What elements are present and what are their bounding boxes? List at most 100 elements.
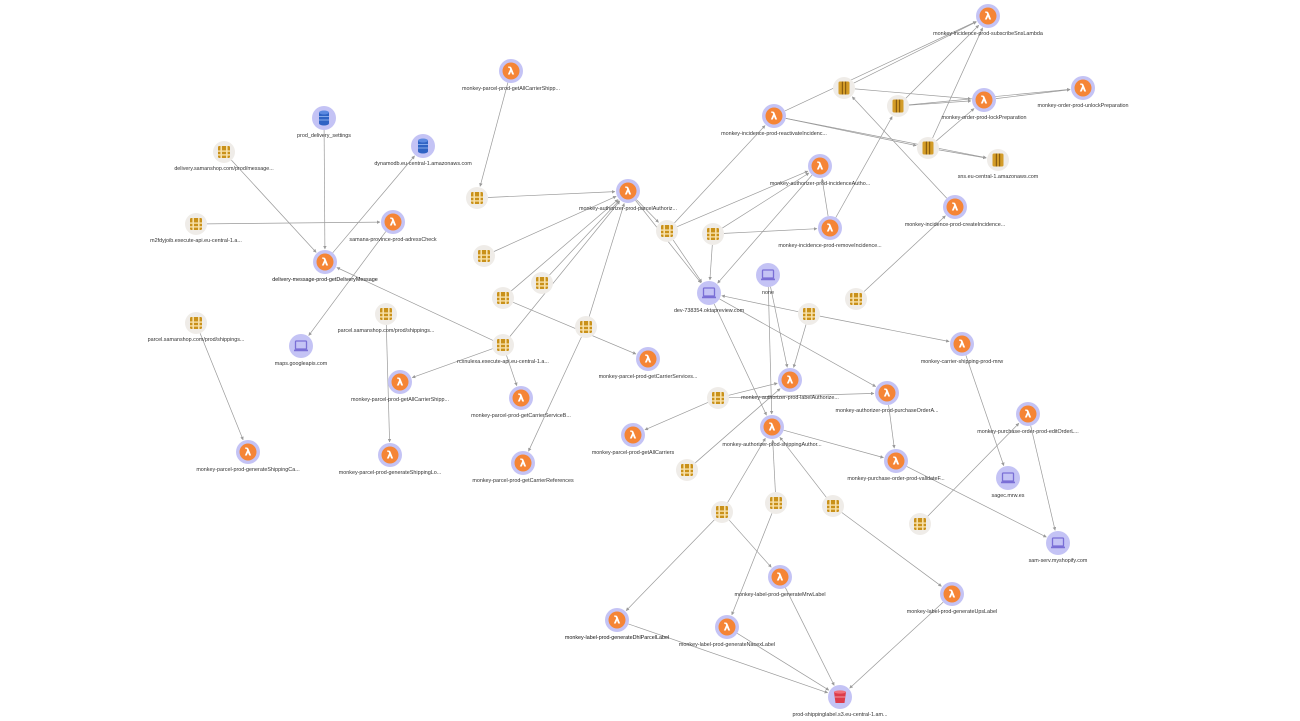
node-label: monkey-order-prod-lockPreparation bbox=[941, 115, 1026, 121]
edge-n22-n9 bbox=[722, 172, 810, 229]
lambda-body bbox=[316, 253, 334, 271]
node-gateway-n28[interactable] bbox=[492, 287, 514, 309]
node-lambda-n46[interactable]: λ monkey-authorizer-prod-shippingAuthor..… bbox=[722, 415, 822, 448]
lambda-icon: λ bbox=[322, 256, 329, 269]
node-lambda-n1[interactable]: λmonkey-incidence-prod-subscribeSnsLambd… bbox=[933, 4, 1043, 37]
node-lambda-n37[interactable]: λmonkey-parcel-prod-generateShippingLo..… bbox=[339, 443, 441, 476]
node-sqs-n7[interactable] bbox=[917, 137, 939, 159]
node-lambda-n10[interactable]: λmonkey-incidence-prod-createIncidence..… bbox=[905, 195, 1005, 228]
node-gateway-n21[interactable] bbox=[656, 220, 678, 242]
node-dynamo-n14[interactable]: dynamodb.eu-central-1.amazonaws.com bbox=[374, 134, 472, 167]
node-gateway-n19[interactable] bbox=[466, 187, 488, 209]
node-lambda-n9[interactable]: λmonkey-authorizer-prod-incidenceAutho..… bbox=[770, 154, 870, 187]
node-lambda-n11[interactable]: λmonkey-incidence-prod-removeIncidence..… bbox=[778, 216, 882, 249]
database-icon bbox=[319, 110, 329, 126]
node-lambda-n47[interactable]: λmonkey-purchase-order-prod-editOrderL..… bbox=[977, 402, 1079, 435]
lambda-icon: λ bbox=[817, 160, 824, 173]
node-sqs-n8[interactable]: sns.eu-central-1.amazonaws.com bbox=[958, 149, 1039, 180]
node-lambda-n45[interactable]: λmonkey-authorizer-prod-purchaseOrderA..… bbox=[835, 381, 939, 414]
api-gateway-icon bbox=[471, 192, 483, 204]
edge-n11-n3 bbox=[835, 116, 893, 218]
node-gateway-n52[interactable] bbox=[711, 501, 733, 523]
node-label: monkey-parcel-prod-generateShippingLo... bbox=[339, 470, 441, 476]
node-gateway-n27[interactable] bbox=[845, 288, 867, 310]
node-lambda-n12[interactable]: λmonkey-parcel-prod-getAllCarrierShipp..… bbox=[462, 59, 560, 92]
node-gateway-n16[interactable]: m2fdyjoib.execute-api.eu-central-1.a... bbox=[150, 213, 242, 244]
node-lambda-n6[interactable]: λmonkey-incidence-prod-reactivateInciden… bbox=[721, 104, 827, 137]
node-client-n55[interactable]: sam-serv.myshopify.com bbox=[1029, 531, 1088, 564]
node-gateway-n23[interactable] bbox=[473, 245, 495, 267]
lambda-body bbox=[619, 182, 637, 200]
edge-n21-n6 bbox=[674, 125, 766, 224]
lambda-icon: λ bbox=[787, 374, 794, 387]
lambda-icon: λ bbox=[884, 387, 891, 400]
client-halo bbox=[996, 466, 1020, 490]
node-gateway-n53[interactable] bbox=[822, 495, 844, 517]
laptop-icon bbox=[294, 340, 308, 352]
node-label: monkey-authorizer-prod-shippingAuthor... bbox=[722, 442, 821, 448]
lambda-icon: λ bbox=[625, 185, 632, 198]
lambda-body bbox=[765, 107, 783, 125]
node-dynamo-n13[interactable]: prod_delivery_settings bbox=[297, 106, 351, 139]
lambda-icon: λ bbox=[771, 110, 778, 123]
node-lambda-n34[interactable]: λmonkey-parcel-prod-getAllCarrierShipp..… bbox=[351, 370, 449, 403]
node-gateway-n33[interactable]: rcxnulexa.execute-api.eu-central-1.a... bbox=[457, 334, 549, 365]
edge-n32-n20 bbox=[588, 203, 625, 317]
node-sqs-n2[interactable] bbox=[833, 77, 855, 99]
node-lambda-n20[interactable]: λmonkey-authorizer-prod-parcelAuthoriz..… bbox=[579, 179, 677, 212]
edge-n23-n20 bbox=[493, 195, 617, 252]
node-client-n25[interactable]: dev-738354.oktapreview.com bbox=[674, 281, 745, 314]
node-lambda-n49[interactable]: λmonkey-purchase-order-prod-validateF... bbox=[847, 449, 945, 482]
node-gateway-n54[interactable] bbox=[909, 513, 931, 535]
node-lambda-n35[interactable]: λmonkey-parcel-prod-getCarrierServices..… bbox=[599, 347, 698, 380]
sqs-queue-icon bbox=[838, 81, 850, 95]
node-label: monkey-parcel-prod-getCarrierReferences bbox=[472, 478, 574, 484]
edge-n54-n47 bbox=[927, 423, 1020, 517]
node-label: monkey-label-prod-generateMrwLabel bbox=[734, 592, 825, 598]
node-sqs-n3[interactable] bbox=[887, 95, 909, 117]
node-client-n50[interactable]: sagec.mrw.es bbox=[992, 466, 1025, 499]
client-halo bbox=[756, 263, 780, 287]
node-label: maps.googleapis.com bbox=[275, 361, 328, 367]
node-gateway-n24[interactable] bbox=[531, 272, 553, 294]
node-lambda-n36[interactable]: λmonkey-parcel-prod-generateShippingCa..… bbox=[196, 440, 300, 473]
node-gateway-n30[interactable]: parcel.samanshop.com/prod/shippings... bbox=[148, 312, 245, 343]
node-gateway-n41[interactable] bbox=[798, 303, 820, 325]
node-lambda-n18[interactable]: λdelivery-message-prod-getDeliveryMessag… bbox=[272, 250, 378, 283]
node-gateway-n51[interactable] bbox=[765, 492, 787, 514]
edge-n42-n50 bbox=[965, 355, 1005, 467]
node-gateway-n43[interactable] bbox=[707, 387, 729, 409]
node-client-n26[interactable]: none bbox=[756, 263, 780, 296]
edge-n12-n19 bbox=[479, 82, 509, 187]
node-gateway-n32[interactable] bbox=[575, 316, 597, 338]
node-label: monkey-label-prod-generateNacexLabel bbox=[679, 642, 775, 648]
lambda-icon: λ bbox=[893, 455, 900, 468]
edge-n33-n20 bbox=[509, 200, 621, 337]
database-icon bbox=[418, 138, 428, 154]
lambda-icon: λ bbox=[1025, 408, 1032, 421]
edge-n11-n9 bbox=[820, 178, 829, 217]
node-gateway-n22[interactable] bbox=[702, 223, 724, 245]
node-bucket-n60[interactable]: prod-shippinglabel.s3.eu-central-1.am... bbox=[793, 685, 888, 718]
node-client-n31[interactable]: maps.googleapis.com bbox=[275, 334, 328, 367]
node-lambda-n58[interactable]: λmonkey-label-prod-generateDhlParcelLabe… bbox=[565, 608, 669, 641]
node-gateway-n48[interactable] bbox=[676, 459, 698, 481]
node-gateway-n29[interactable]: parcel.samanshop.com/prod/shippings... bbox=[338, 303, 435, 334]
edge-n2-n4 bbox=[854, 88, 972, 101]
node-lambda-n44[interactable]: λmonkey-authorizer-prod-labelAuthorize..… bbox=[741, 368, 839, 401]
node-lambda-n38[interactable]: λmonkey-parcel-prod-getCarrierServiceB..… bbox=[471, 386, 571, 419]
lambda-body bbox=[946, 198, 964, 216]
node-label: dev-738354.oktapreview.com bbox=[674, 308, 745, 314]
node-gateway-n15[interactable]: delivery.samanshop.com/prod/message... bbox=[174, 141, 274, 172]
lambda-icon: λ bbox=[769, 421, 776, 434]
node-label: samana-province-prod-adressCheck bbox=[349, 237, 436, 243]
